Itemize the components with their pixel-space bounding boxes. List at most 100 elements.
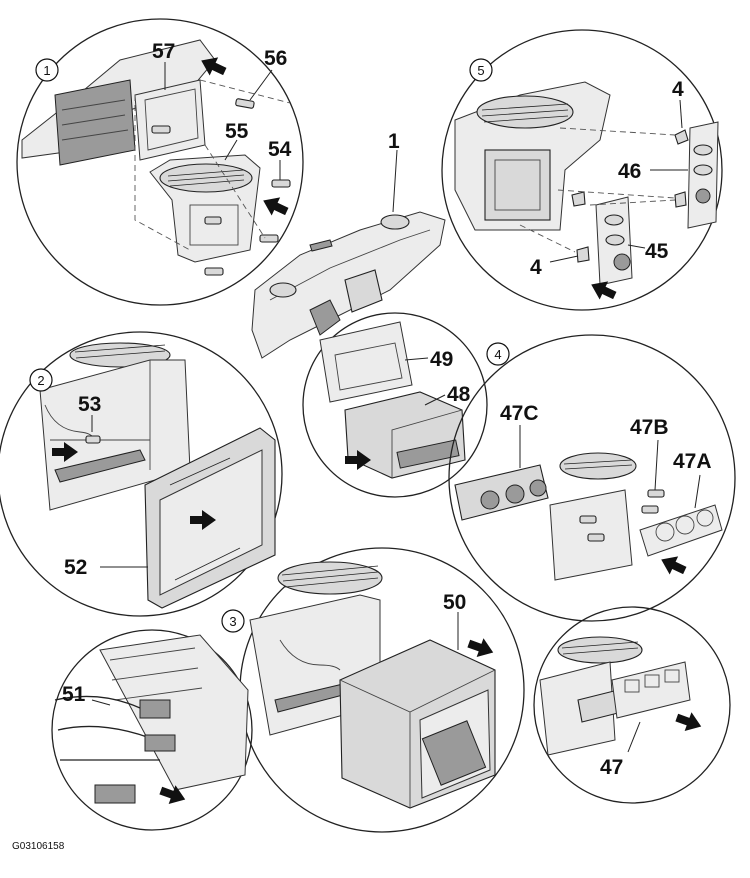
detail-number-3-text: 3: [229, 614, 236, 629]
trim-panel-45-button-a: [604, 214, 624, 226]
detail-48-49: [302, 312, 488, 498]
install-arrow-3: [467, 638, 494, 658]
detail-1-boundary: [16, 18, 304, 306]
dashboard-assembly: [251, 149, 446, 359]
climate-47-button-a: [624, 679, 640, 693]
detail-3: [239, 547, 525, 833]
leader-4-bottom: [549, 255, 579, 263]
part-label-1: 1: [388, 130, 400, 153]
clip-4-b: [674, 191, 687, 208]
detail-48-49-cage-49: [334, 342, 403, 391]
detail-3-antenna-cable: [279, 639, 341, 671]
detail-1: [16, 18, 304, 306]
screw-56-a: [235, 98, 255, 109]
climate-control-47: [611, 661, 691, 719]
part-label-50: 50: [443, 591, 466, 614]
part-label-48: 48: [447, 383, 471, 406]
detail-number-1-text: 1: [43, 63, 50, 78]
screw-54-a: [271, 179, 291, 188]
detail-number-3-ring: [221, 609, 245, 633]
part-label-45: 45: [645, 240, 669, 263]
part-label-54: 54: [268, 138, 292, 161]
vent-55-louvers: [167, 169, 245, 187]
trim-panel-46-button-b: [693, 164, 713, 176]
mounting-cage-52-slots: [169, 457, 241, 581]
detail-number-2: 2: [29, 368, 53, 392]
leader-56: [249, 69, 273, 101]
clip-4-c: [571, 191, 586, 207]
install-arrow-5: [591, 281, 617, 300]
detail-5-console-inner: [494, 159, 541, 211]
climate-47-button-c: [664, 669, 680, 683]
leader-4-top: [679, 99, 683, 129]
leader-55: [224, 139, 238, 161]
climate-47c-knob-c: [529, 479, 547, 497]
detail-2: [0, 331, 283, 617]
detail-5: [441, 29, 723, 311]
part-label-57: 57: [152, 40, 175, 63]
part-label-47a: 47A: [673, 450, 712, 473]
climate-control-47c: [454, 464, 549, 521]
wiring-harness-51: [54, 695, 160, 761]
leader-49: [404, 357, 429, 361]
detail-1-dash-cavity: [54, 79, 136, 166]
install-arrow-1b: [263, 197, 289, 216]
climate-47c-knob-b: [505, 484, 525, 504]
detail-number-2-ring: [29, 368, 53, 392]
install-arrow-2b: [190, 510, 216, 530]
radio-unit-48-edges: [391, 409, 463, 478]
part-label-4-bottom: 4: [530, 256, 542, 279]
detail-47: [533, 606, 731, 804]
install-arrow-1a: [201, 57, 227, 76]
screw-47b-c: [579, 515, 597, 524]
part-label-47b: 47B: [630, 416, 669, 439]
detail-47-boundary: [533, 606, 731, 804]
dashboard-center-stack: [344, 269, 383, 313]
navigation-unit-50-edges: [339, 669, 496, 808]
dashboard-speaker-right: [380, 214, 410, 230]
part-label-47: 47: [600, 756, 623, 779]
clip-4-d: [576, 246, 590, 263]
detail-number-5: 5: [469, 58, 493, 82]
detail-4-boundary: [448, 334, 736, 622]
detail-number-2-text: 2: [37, 373, 44, 388]
detail-4: [448, 334, 736, 622]
trim-panel-45-button-b: [605, 234, 625, 246]
detail-51-heat-sink: [109, 647, 203, 701]
leader-51: [91, 699, 111, 706]
install-arrow-4: [661, 556, 687, 575]
screw-54-c: [204, 216, 222, 225]
detail-51: [51, 629, 253, 831]
part-label-46: 46: [618, 160, 641, 183]
detail-47-console-opening: [539, 661, 616, 756]
screw-47b-b: [641, 505, 659, 514]
part-label-52: 52: [64, 556, 87, 579]
dashboard-speaker-left: [269, 282, 297, 298]
part-label-4-top: 4: [672, 78, 684, 101]
install-arrow-47: [675, 712, 702, 732]
detail-4-vent-housing: [559, 452, 637, 480]
vent-panel-55-opening: [189, 204, 239, 246]
screw-47b-d: [587, 533, 605, 542]
detail-3-vent-housing: [277, 561, 383, 595]
detail-2-vent-louvers: [74, 344, 166, 359]
leader-45: [627, 244, 646, 249]
detail-number-1-ring: [35, 58, 59, 82]
detail-number-4-ring: [486, 342, 510, 366]
detail-2-floor-vent: [54, 449, 146, 483]
part-label-51: 51: [62, 683, 86, 706]
detail-5-boundary: [441, 29, 723, 311]
clip-4-a: [674, 129, 689, 145]
part-label-55: 55: [225, 120, 249, 143]
detail-51-boundary: [51, 629, 253, 831]
detail-47-vent-louvers: [561, 641, 639, 655]
leader-1: [392, 149, 398, 213]
detail-number-1: 1: [35, 58, 59, 82]
part-label-53: 53: [78, 393, 101, 416]
detail-3-vent-louvers: [281, 565, 379, 588]
detail-5-vent-louvers: [481, 103, 569, 123]
dashboard-top-edge: [269, 229, 431, 301]
detail-2-boundary: [0, 331, 283, 617]
trim-panel-46-button-a: [693, 144, 713, 156]
